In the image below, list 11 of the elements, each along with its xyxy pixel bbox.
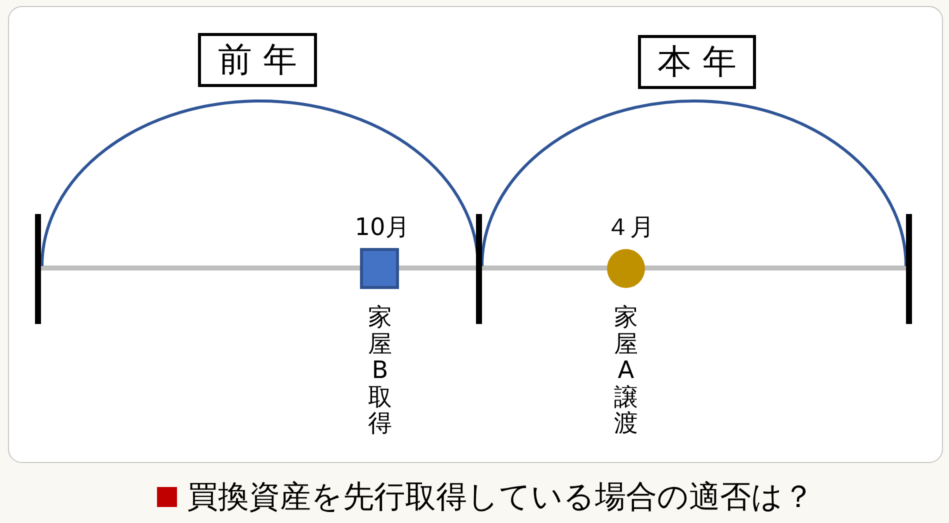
year-box	[638, 35, 756, 89]
month-label: 10月	[354, 214, 410, 240]
caption-text: 買換資産を先行取得している場合の適否は？	[187, 480, 814, 514]
event-label: 家屋A譲渡	[613, 304, 639, 436]
year-label: 本 年	[658, 45, 736, 79]
year-box	[198, 33, 317, 87]
month-label: ４月	[606, 214, 654, 240]
year-label: 前 年	[218, 43, 297, 77]
event-label: 家屋B取得	[367, 304, 393, 436]
circle-marker	[607, 249, 645, 288]
square-marker	[360, 248, 399, 289]
